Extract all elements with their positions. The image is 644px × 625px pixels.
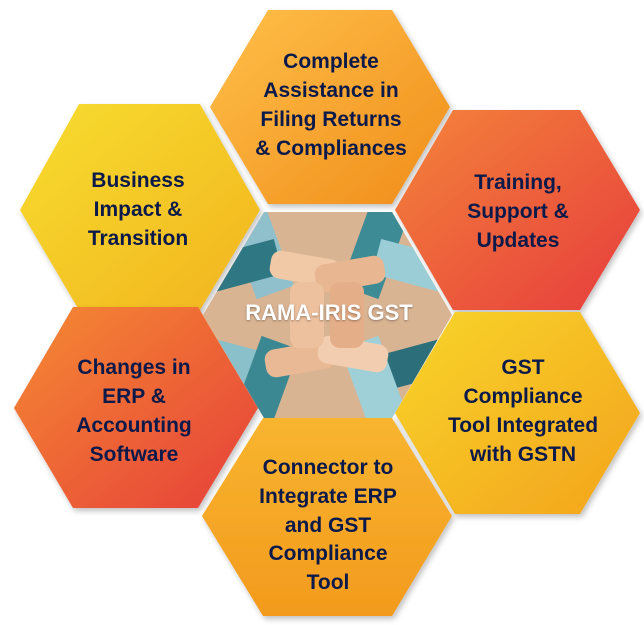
center-title: RAMA-IRIS GST xyxy=(245,300,413,325)
hex-bottom-left-label: Changes in ERP & Accounting Software xyxy=(76,356,192,466)
hex-top-left xyxy=(20,104,260,310)
hex-top-right-label: Training, Support & Updates xyxy=(467,171,569,252)
hex-top-left-label: Business Impact & Transition xyxy=(87,169,189,250)
hex-bottom-label: Connector to Integrate ERP and GST Compl… xyxy=(259,455,397,595)
hex-top-right xyxy=(395,110,640,310)
hex-top xyxy=(210,10,450,204)
hex-bottom-left xyxy=(14,307,258,508)
hex-bottom xyxy=(202,418,452,616)
hex-bottom-right xyxy=(395,312,640,514)
hex-bottom-right-label: GST Compliance Tool Integrated with GSTN xyxy=(447,356,599,466)
hex-top-label: Complete Assistance in Filing Returns & … xyxy=(255,50,407,160)
